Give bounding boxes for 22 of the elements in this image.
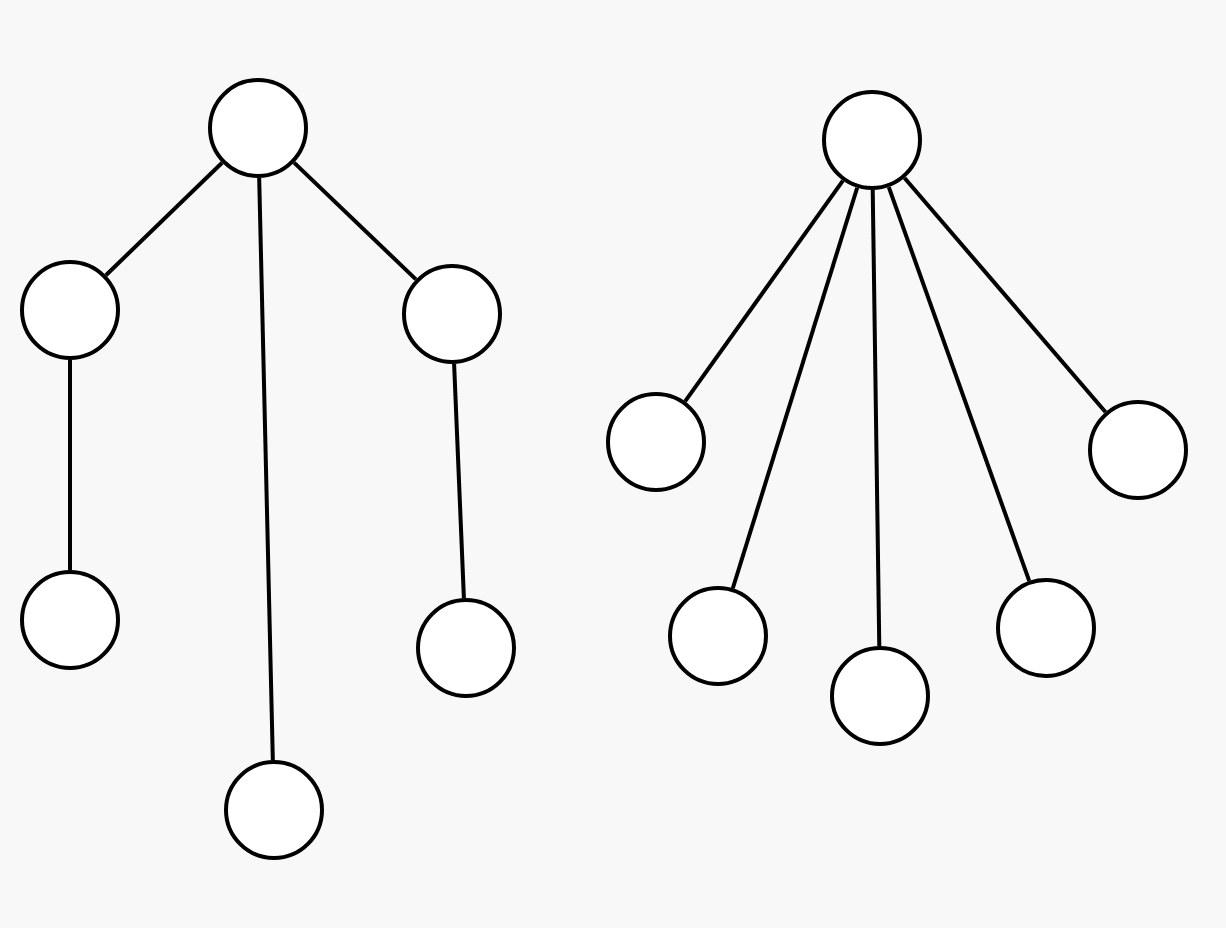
circle-node bbox=[208, 78, 308, 178]
connector-line bbox=[452, 363, 466, 599]
circle-node bbox=[996, 578, 1096, 678]
connector-line bbox=[903, 176, 1107, 414]
circle-node bbox=[830, 646, 930, 746]
connector-line bbox=[104, 161, 224, 277]
circle-node bbox=[20, 260, 120, 360]
circle-node bbox=[20, 570, 120, 670]
connector-line bbox=[68, 360, 72, 570]
circle-node bbox=[416, 598, 516, 698]
circle-node bbox=[668, 586, 768, 686]
circle-node bbox=[224, 760, 324, 860]
circle-node bbox=[822, 90, 922, 190]
connector-line bbox=[730, 187, 860, 589]
connector-line bbox=[683, 179, 845, 403]
connector-line bbox=[257, 177, 275, 761]
connector-line bbox=[886, 186, 1032, 582]
connector-line bbox=[870, 189, 882, 647]
circle-node bbox=[606, 392, 706, 492]
circle-node bbox=[1088, 400, 1188, 500]
connector-line bbox=[292, 161, 418, 281]
circle-node bbox=[402, 264, 502, 364]
